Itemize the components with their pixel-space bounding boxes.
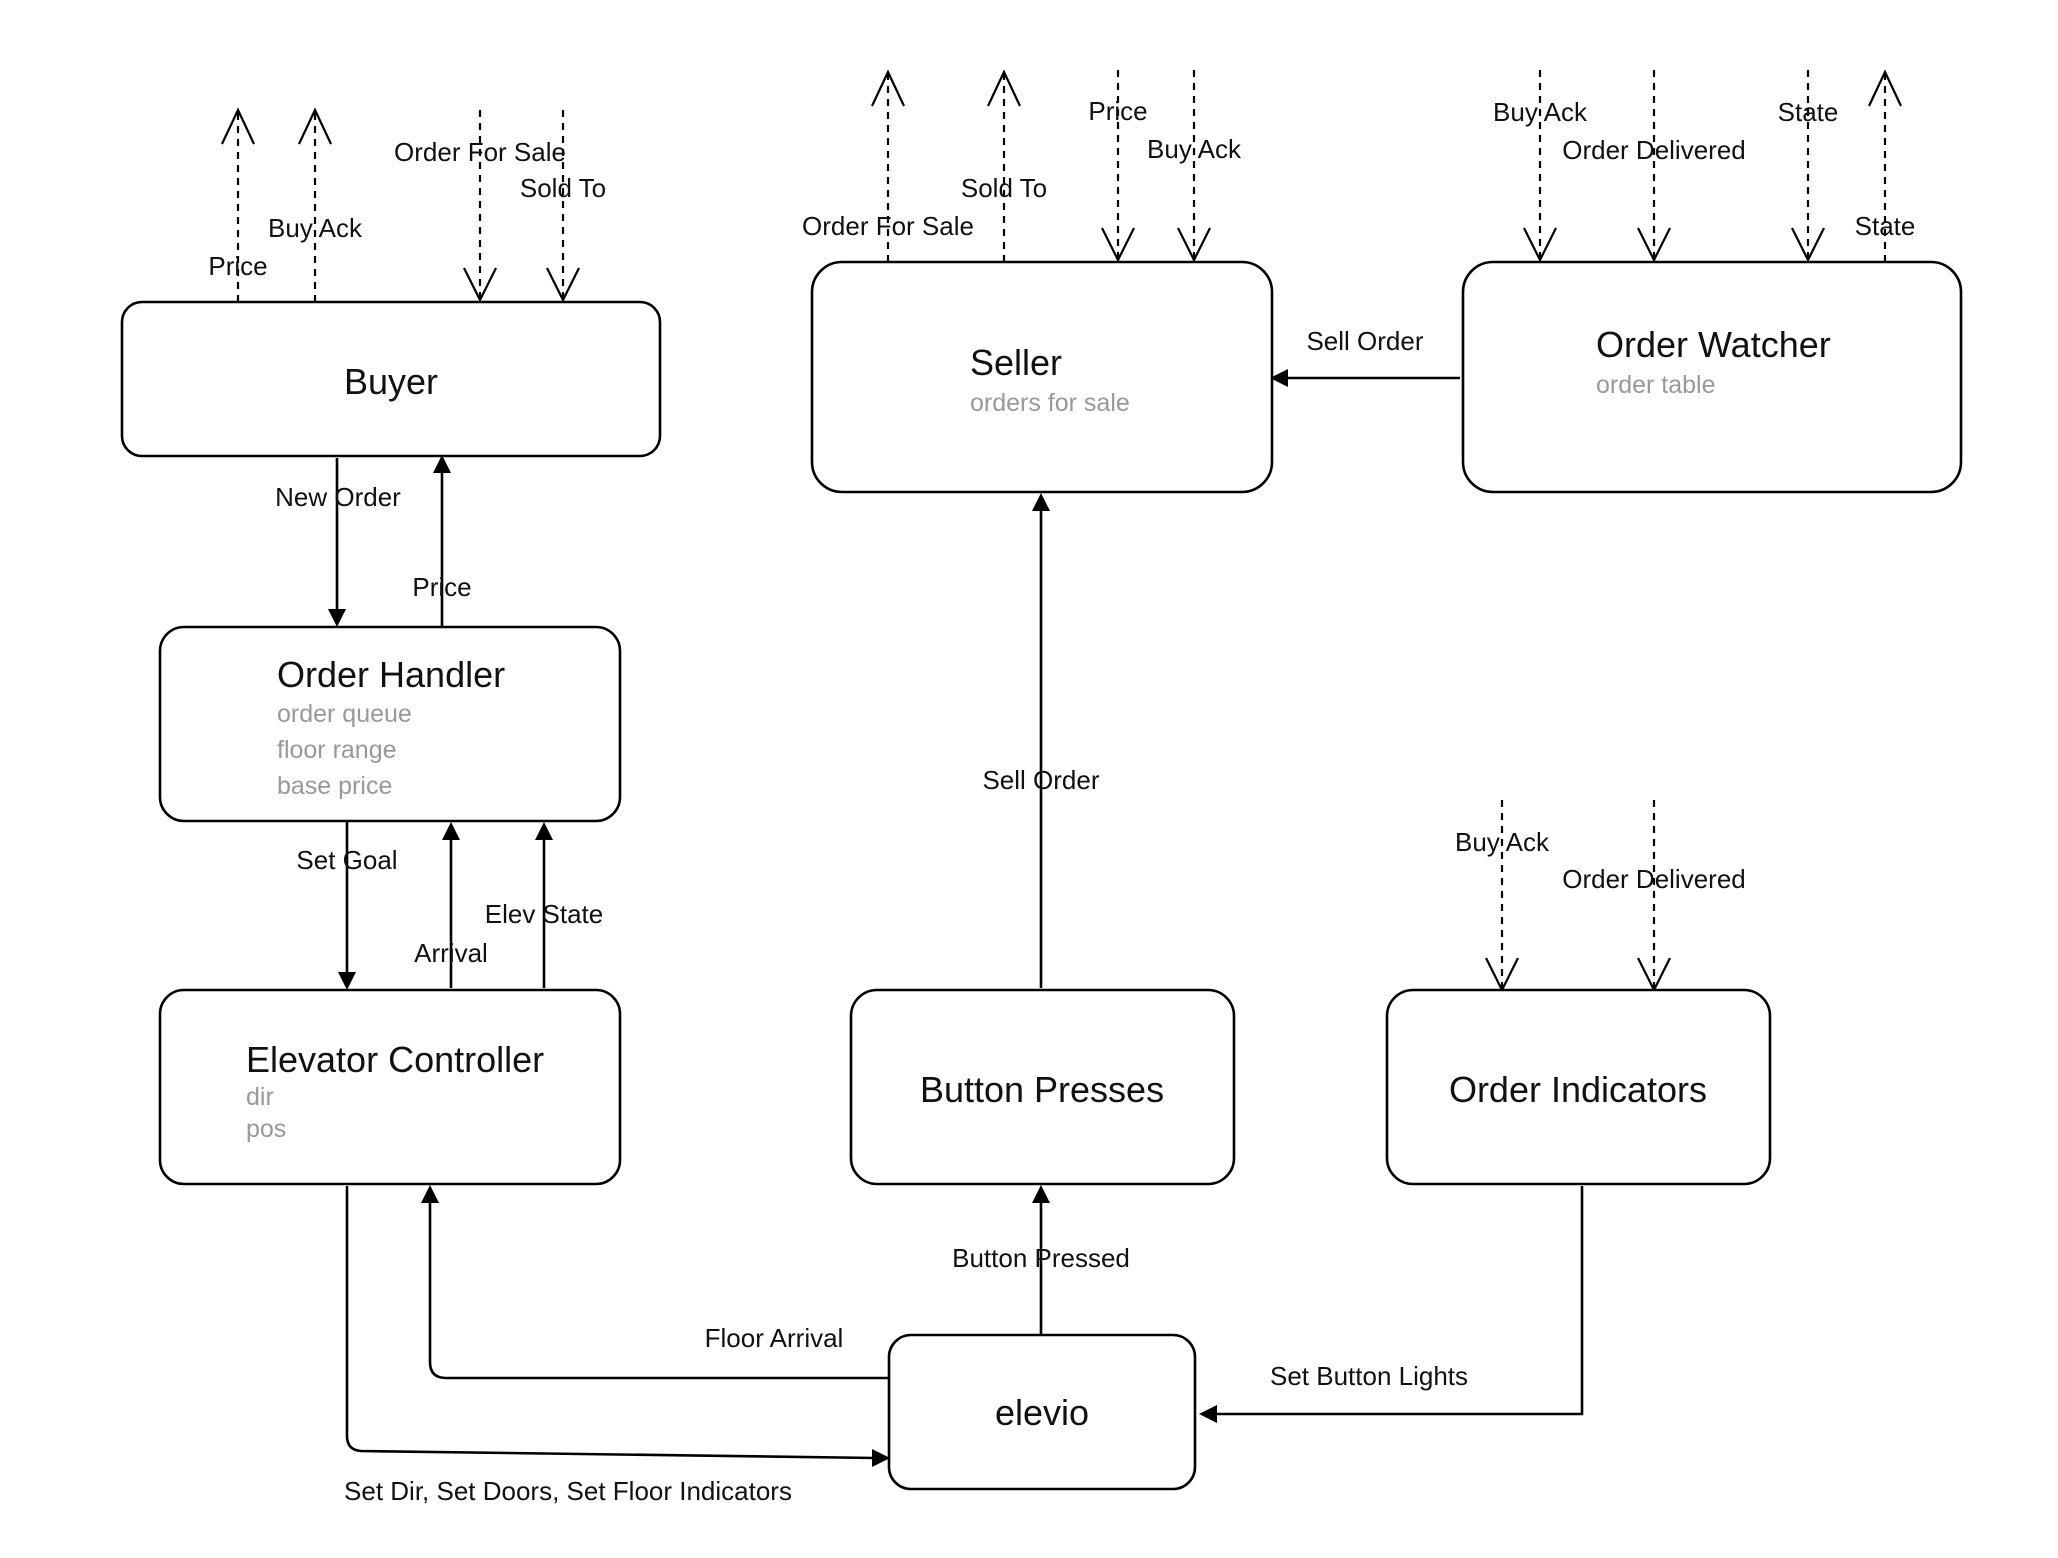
buyer-out-price bbox=[221, 107, 255, 302]
node-title: Button Presses bbox=[920, 1069, 1164, 1110]
edge-arrival bbox=[442, 822, 460, 988]
watcher-in-state bbox=[1791, 70, 1825, 263]
edge-set-goal bbox=[338, 820, 356, 990]
external-label: Sold To bbox=[961, 173, 1047, 203]
edge-label-elev-state: Elev State bbox=[485, 899, 604, 929]
seller-in-price bbox=[1101, 70, 1135, 263]
edge-label-price: Price bbox=[412, 572, 471, 602]
external-label: Order For Sale bbox=[394, 137, 566, 167]
node-title: Order Watcher bbox=[1596, 324, 1831, 365]
node-attribute: orders for sale bbox=[970, 389, 1130, 417]
node-order-handler: Order Handler order queue floor range ba… bbox=[158, 625, 622, 823]
external-label: Buy Ack bbox=[1493, 97, 1588, 127]
node-elevio: elevio bbox=[887, 1333, 1197, 1491]
edge-label-arrival: Arrival bbox=[414, 938, 488, 968]
node-title: Seller bbox=[970, 342, 1062, 383]
edge-watcher-sell-order bbox=[1270, 369, 1460, 387]
seller-out-order-for-sale bbox=[871, 69, 905, 262]
node-title: elevio bbox=[995, 1392, 1089, 1433]
external-label: Price bbox=[1088, 96, 1147, 126]
node-order-watcher: Order Watcher order table bbox=[1461, 260, 1963, 494]
external-label: Buy Ack bbox=[268, 213, 363, 243]
external-label: Price bbox=[208, 251, 267, 281]
edge-label-floor-arrival: Floor Arrival bbox=[705, 1323, 844, 1353]
buyer-in-order-for-sale bbox=[463, 110, 497, 303]
node-attribute: base price bbox=[277, 772, 392, 800]
external-label: Order Delivered bbox=[1562, 864, 1746, 894]
external-label: Order For Sale bbox=[802, 211, 974, 241]
edge-label-set-outputs: Set Dir, Set Doors, Set Floor Indicators bbox=[344, 1476, 792, 1506]
external-label: State bbox=[1855, 211, 1916, 241]
node-title: Elevator Controller bbox=[246, 1039, 544, 1080]
edge-label-set-goal: Set Goal bbox=[296, 845, 397, 875]
node-buyer: Buyer bbox=[120, 300, 662, 458]
edge-button-pressed bbox=[1032, 1185, 1050, 1334]
buyer-out-buy-ack bbox=[298, 107, 332, 302]
seller-in-buy-ack bbox=[1177, 70, 1211, 263]
buyer-in-sold-to bbox=[546, 110, 580, 303]
watcher-out-state bbox=[1868, 69, 1902, 262]
external-label: Sold To bbox=[520, 173, 606, 203]
edge-floor-arrival bbox=[421, 1185, 888, 1380]
node-attribute: pos bbox=[246, 1115, 286, 1143]
edge-label-buttons-sell-order: Sell Order bbox=[982, 765, 1099, 795]
edge-elev-state bbox=[535, 822, 553, 988]
node-title: Order Indicators bbox=[1449, 1069, 1707, 1110]
node-title: Order Handler bbox=[277, 654, 505, 695]
node-order-indicators: Order Indicators bbox=[1385, 988, 1772, 1186]
edge-label-button-pressed: Button Pressed bbox=[952, 1243, 1130, 1273]
node-attribute: dir bbox=[246, 1083, 274, 1111]
edge-new-order bbox=[328, 458, 346, 627]
edge-set-button-lights bbox=[1199, 1186, 1584, 1423]
node-seller: Seller orders for sale bbox=[810, 260, 1274, 494]
node-button-presses: Button Presses bbox=[849, 988, 1236, 1186]
edge-label-set-button-lights: Set Button Lights bbox=[1270, 1361, 1468, 1391]
node-attribute: order queue bbox=[277, 700, 412, 728]
watcher-in-order-delivered bbox=[1637, 70, 1671, 263]
external-label: State bbox=[1778, 97, 1839, 127]
node-attribute: order table bbox=[1596, 371, 1716, 399]
external-label: Buy Ack bbox=[1455, 827, 1550, 857]
node-title: Buyer bbox=[344, 361, 438, 402]
watcher-in-buy-ack bbox=[1523, 70, 1557, 263]
external-label: Buy Ack bbox=[1147, 134, 1242, 164]
edge-label-new-order: New Order bbox=[275, 482, 401, 512]
node-attribute: floor range bbox=[277, 736, 397, 764]
node-elevator-controller: Elevator Controller dir pos bbox=[158, 988, 622, 1186]
edge-set-outputs bbox=[345, 1186, 890, 1467]
edge-label-watcher-sell-order: Sell Order bbox=[1306, 326, 1423, 356]
indicators-in-order-delivered bbox=[1637, 800, 1671, 993]
external-label: Order Delivered bbox=[1562, 135, 1746, 165]
edge-price bbox=[433, 455, 451, 626]
seller-out-sold-to bbox=[987, 69, 1021, 262]
edge-buttons-sell-order bbox=[1032, 493, 1050, 988]
